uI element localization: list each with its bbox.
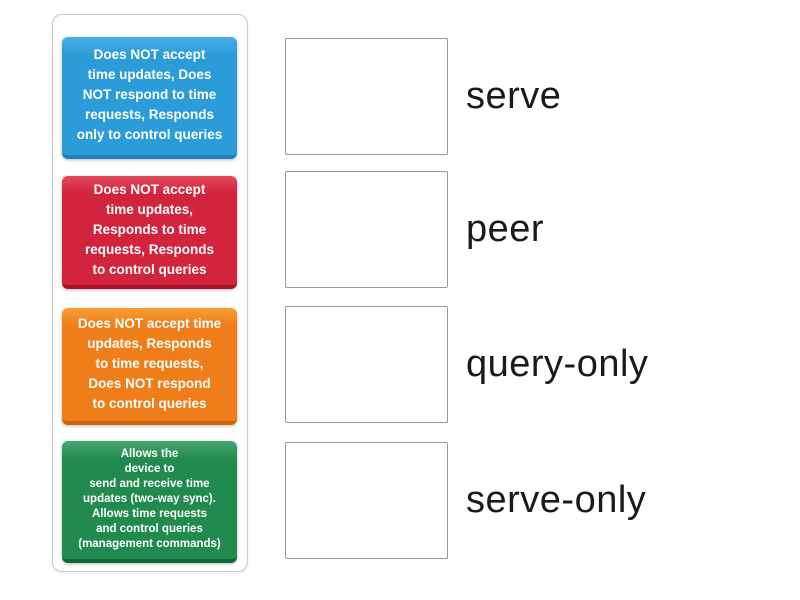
definition-card-blue[interactable]: Does NOT accept time updates, Does NOT r… — [62, 37, 237, 159]
dropzone-query-only[interactable] — [285, 306, 448, 423]
dropzone-peer[interactable] — [285, 171, 448, 288]
answer-label-serve-only: serve-only — [466, 479, 647, 521]
definition-card-green[interactable]: Allows the device to send and receive ti… — [62, 441, 237, 563]
answer-label-query-only: query-only — [466, 343, 649, 385]
answer-label-serve: serve — [466, 75, 562, 117]
dropzone-serve-only[interactable] — [285, 442, 448, 559]
definition-card-red[interactable]: Does NOT accept time updates, Responds t… — [62, 176, 237, 289]
dropzone-serve[interactable] — [285, 38, 448, 155]
answer-label-peer: peer — [466, 208, 545, 250]
definition-card-orange[interactable]: Does NOT accept time updates, Responds t… — [62, 308, 237, 425]
